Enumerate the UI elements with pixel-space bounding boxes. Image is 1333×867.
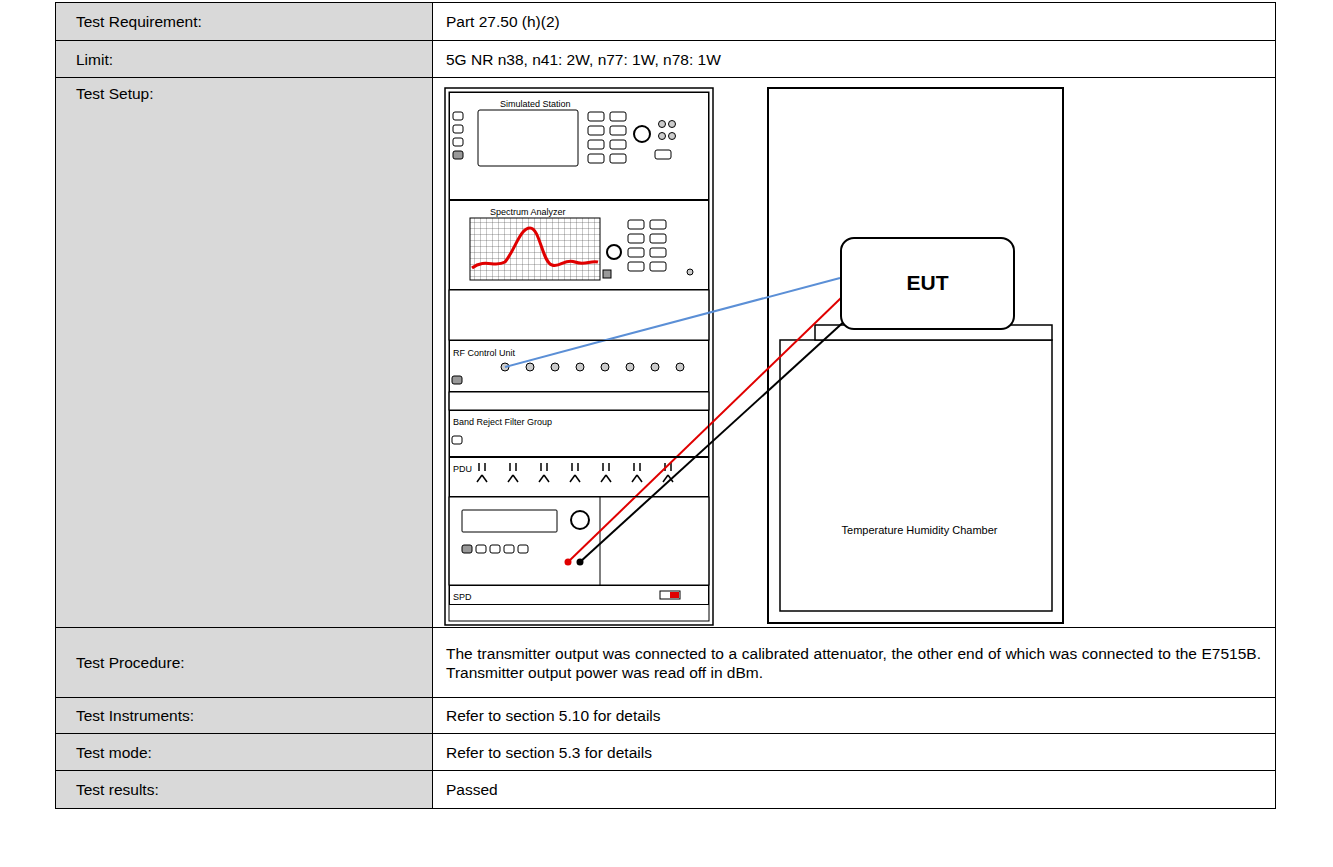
unit-label: Temperature Humidity Chamber <box>768 524 1071 537</box>
rf-ports <box>452 363 684 444</box>
field-name: Test results: <box>76 780 159 799</box>
unit-label: Spectrum Analyzer <box>490 207 566 217</box>
rf-cable <box>505 340 606 367</box>
unit-label: RF Control Unit <box>453 348 515 358</box>
field-value: Passed <box>446 780 498 799</box>
rack-unit: Spectrum Analyzer <box>449 200 709 290</box>
header-cell: Test Requirement: <box>55 2 433 41</box>
unit-label: EUT <box>907 271 949 295</box>
field-value: Part 27.50 (h)(2) <box>446 12 560 31</box>
rack-blank <box>449 392 709 410</box>
value-cell: Passed <box>432 770 1276 809</box>
device-box: EUT <box>840 237 1015 330</box>
spd-switch <box>670 592 679 598</box>
value-cell: Part 27.50 (h)(2) <box>432 2 1276 41</box>
terminal <box>565 559 572 566</box>
ground-wire <box>580 318 848 562</box>
rack-blank <box>449 290 709 340</box>
rack-unit: RF Control Unit <box>449 340 709 392</box>
field-name: Limit: <box>76 50 113 69</box>
field-value: 5G NR n38, n41: 2W, n77: 1W, n78: 1W <box>446 50 721 69</box>
field-name: Test Requirement: <box>76 12 202 31</box>
header-cell: Test Instruments: <box>55 697 433 734</box>
header-cell: Test mode: <box>55 733 433 771</box>
spd-switch <box>660 591 680 599</box>
field-value: Refer to section 5.10 for details <box>446 706 661 725</box>
header-cell: Limit: <box>55 40 433 78</box>
field-value: The transmitter output was connected to … <box>446 644 1261 682</box>
rack-inner <box>449 92 709 621</box>
rack-unit: Simulated Station <box>449 92 709 200</box>
pdu-outlets <box>477 463 673 482</box>
power-supply <box>449 497 709 585</box>
rack-outline <box>445 88 713 625</box>
header-cell: Test Setup: <box>55 77 433 628</box>
rf-connector <box>606 278 840 340</box>
chamber-box: Temperature Humidity Chamber EUT <box>768 88 1071 623</box>
divider <box>600 497 601 585</box>
chamber-outline <box>768 88 1063 623</box>
power-wire <box>568 297 842 562</box>
unit-label: PDU <box>453 464 472 474</box>
header-cell: Test Procedure: <box>55 627 433 698</box>
field-name: Test Setup: <box>76 84 154 103</box>
power-controls <box>462 510 589 553</box>
value-cell: The transmitter output was connected to … <box>432 627 1276 698</box>
field-name: Test Instruments: <box>76 706 194 725</box>
analyzer-controls <box>470 218 693 280</box>
unit-label: Band Reject Filter Group <box>453 417 552 427</box>
rack-unit: SPD <box>449 585 709 605</box>
value-cell: Refer to section 5.10 for details <box>432 697 1276 734</box>
unit-label: SPD <box>453 592 472 602</box>
value-cell: 5G NR n38, n41: 2W, n77: 1W, n78: 1W <box>432 40 1276 78</box>
terminal <box>577 559 584 566</box>
rack-unit: Band Reject Filter Group <box>449 410 709 457</box>
field-name: Test Procedure: <box>76 653 185 672</box>
station-controls <box>453 110 676 166</box>
chamber-lower <box>780 340 1052 611</box>
field-name: Test mode: <box>76 743 152 762</box>
header-cell: Test results: <box>55 770 433 809</box>
unit-label: Simulated Station <box>500 99 571 109</box>
value-cell: Refer to section 5.3 for details <box>432 733 1276 771</box>
field-value: Refer to section 5.3 for details <box>446 743 652 762</box>
rack-unit: PDU <box>449 457 709 497</box>
